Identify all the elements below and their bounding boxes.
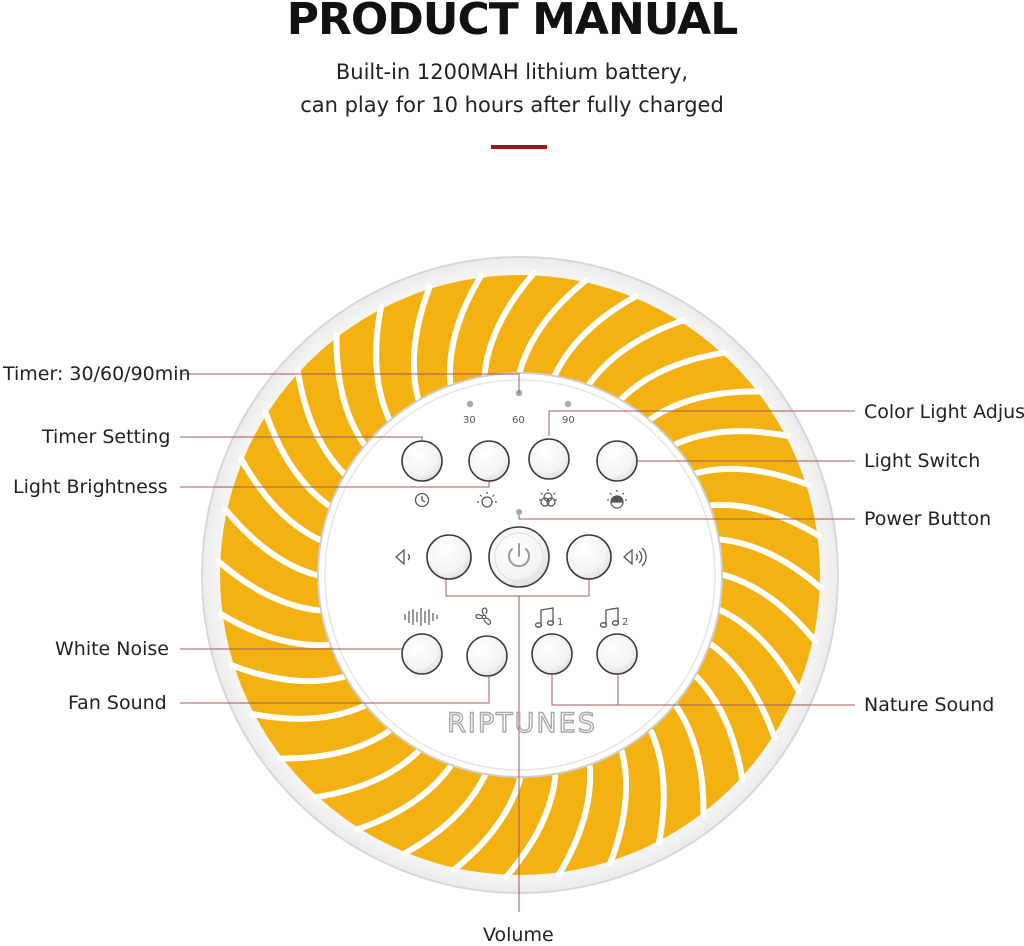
leader-fan	[180, 672, 490, 704]
ring-slot-divider	[717, 607, 802, 695]
ring-slot-divider	[673, 428, 792, 447]
light-switch-button[interactable]	[596, 440, 638, 482]
ring-slot-divider	[262, 409, 332, 509]
ring-slots	[215, 270, 825, 880]
sun-icon	[477, 492, 497, 508]
ring-slot-divider	[400, 772, 488, 857]
ring-slot-divider	[446, 272, 485, 387]
ring-slot-divider	[721, 572, 818, 644]
brand-logo: RIPTUNES	[447, 708, 597, 739]
ring-slot-divider	[451, 776, 523, 873]
ring-slot-divider	[481, 270, 537, 378]
label-white-noise: White Noise	[55, 638, 169, 660]
ring-slot-divider	[607, 748, 630, 867]
label-fan-sound: Fan Sound	[68, 692, 167, 714]
volume-up-button[interactable]	[566, 534, 612, 580]
ring-slot-divider	[708, 501, 823, 540]
music-note-1-icon	[534, 607, 555, 628]
title-divider	[491, 145, 547, 149]
ring-slot-divider	[552, 293, 640, 378]
volume-down-button[interactable]	[426, 534, 472, 580]
page-title: PRODUCT MANUAL	[286, 0, 739, 45]
ring-slot-divider	[648, 728, 667, 847]
ring-slot-divider	[215, 558, 323, 614]
ring-slot-divider	[354, 763, 454, 833]
ring-slot-divider	[277, 728, 392, 762]
leader-lines	[180, 373, 855, 912]
timer-mark-90: 90	[562, 415, 575, 426]
leader-nature-2	[551, 672, 618, 706]
white-noise-button[interactable]	[401, 633, 443, 675]
label-power-button: Power Button	[864, 508, 992, 530]
label-light-switch: Light Switch	[864, 450, 981, 472]
label-nature-sound: Nature Sound	[864, 694, 995, 716]
timer-mark-30: 30	[463, 415, 476, 426]
ring-slot-divider	[333, 332, 367, 447]
ring-slot-divider	[708, 641, 778, 741]
ring-slot-divider	[693, 465, 812, 488]
power-led	[516, 509, 522, 515]
note-number-1: 1	[557, 617, 563, 628]
light-brightness-button[interactable]	[468, 440, 510, 482]
ring-slot-divider	[410, 283, 433, 402]
ring-slot-divider	[312, 748, 421, 801]
ring-slot-divider	[693, 674, 746, 783]
inner-panel-edge	[324, 379, 716, 771]
ring-slot-divider	[673, 703, 707, 818]
lamp-icon	[607, 490, 627, 509]
timer-led-90	[564, 400, 572, 408]
leader-timer	[180, 373, 520, 393]
label-volume: Volume	[483, 924, 554, 946]
subtitle-line-2: can play for 10 hours after fully charge…	[300, 93, 724, 117]
color-wheel-icon	[539, 489, 557, 507]
note-number-2: 2	[622, 617, 628, 628]
waveform-icon	[404, 608, 438, 626]
label-timer: Timer: 30/60/90min	[3, 363, 191, 385]
ring-slot-divider	[238, 455, 323, 543]
nature-sound-1-button[interactable]	[531, 633, 573, 675]
label-timer-setting: Timer Setting	[42, 426, 171, 448]
ring-slot-divider	[503, 772, 559, 880]
volume-up-icon	[623, 547, 647, 567]
timer-setting-button[interactable]	[401, 440, 443, 482]
timer-mark-60: 60	[512, 415, 525, 426]
ring-slot-divider	[717, 536, 825, 592]
label-light-brightness: Light Brightness	[13, 476, 168, 498]
ring-slot-divider	[648, 388, 763, 422]
fan-icon	[475, 607, 492, 625]
ring-slot-divider	[294, 367, 347, 476]
volume-down-icon	[395, 548, 410, 566]
ring-slot-divider	[222, 506, 319, 578]
nature-sound-2-button[interactable]	[596, 633, 638, 675]
music-note-2-icon	[599, 607, 620, 628]
color-light-button[interactable]	[528, 438, 570, 480]
ring-slot-divider	[373, 303, 392, 422]
ring-slot-divider	[586, 317, 686, 387]
ring-slot-divider	[248, 703, 367, 722]
ring-slot-divider	[619, 349, 728, 402]
ring-slot-divider	[217, 610, 332, 649]
ring-slot-divider	[555, 763, 594, 878]
timer-led-30	[466, 400, 474, 408]
label-color-light: Color Light Adjus	[864, 401, 1024, 423]
ring-slot-divider	[228, 662, 347, 685]
ring-slot-divider	[517, 277, 589, 374]
leader-volume-bracket	[445, 578, 590, 597]
leader-color-light	[548, 410, 855, 436]
fan-sound-button[interactable]	[466, 635, 508, 677]
subtitle-line-1: Built-in 1200MAH lithium battery,	[335, 60, 689, 84]
clock-icon	[414, 492, 430, 508]
power-icon	[508, 543, 530, 568]
